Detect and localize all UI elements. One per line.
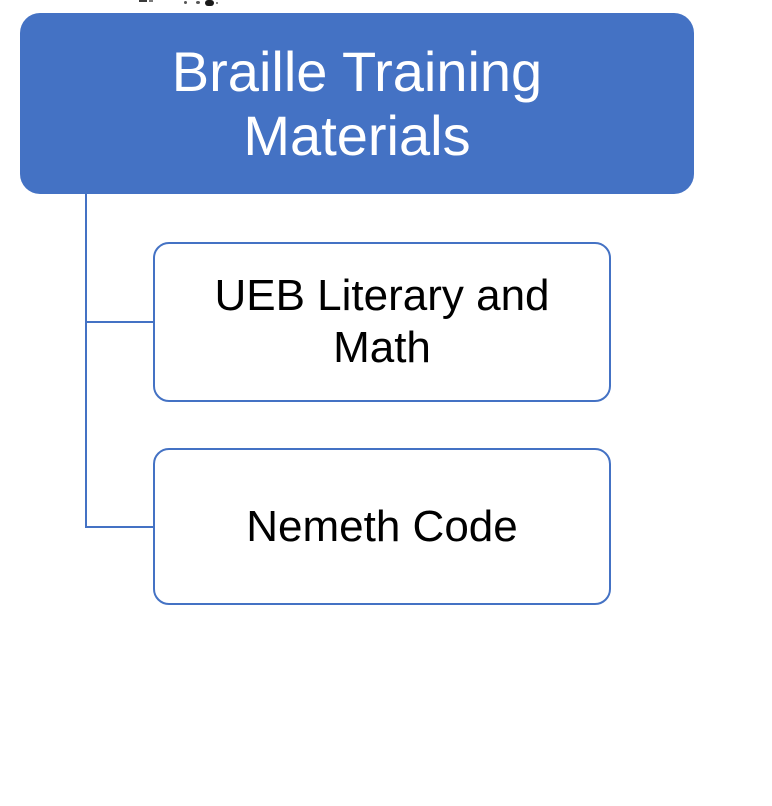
cut-off-text-mark [205, 0, 214, 6]
cut-off-text-mark [149, 0, 153, 2]
diagram-child-node-nemeth: Nemeth Code [153, 448, 611, 605]
connector-branch-ueb [85, 321, 153, 323]
diagram-root-node: Braille Training Materials [20, 13, 694, 194]
connector-vertical-line [85, 194, 87, 528]
cut-off-text-mark [196, 1, 200, 4]
connector-branch-nemeth [85, 526, 153, 528]
cut-off-text-mark [216, 2, 218, 4]
child-node-label-nemeth: Nemeth Code [246, 501, 518, 551]
root-node-label: Braille Training Materials [171, 39, 543, 167]
cut-off-text-mark [184, 1, 187, 4]
cut-off-text-mark [139, 0, 147, 2]
child-node-label-ueb: UEB Literary and Math [214, 271, 550, 372]
diagram-child-node-ueb: UEB Literary and Math [153, 242, 611, 402]
